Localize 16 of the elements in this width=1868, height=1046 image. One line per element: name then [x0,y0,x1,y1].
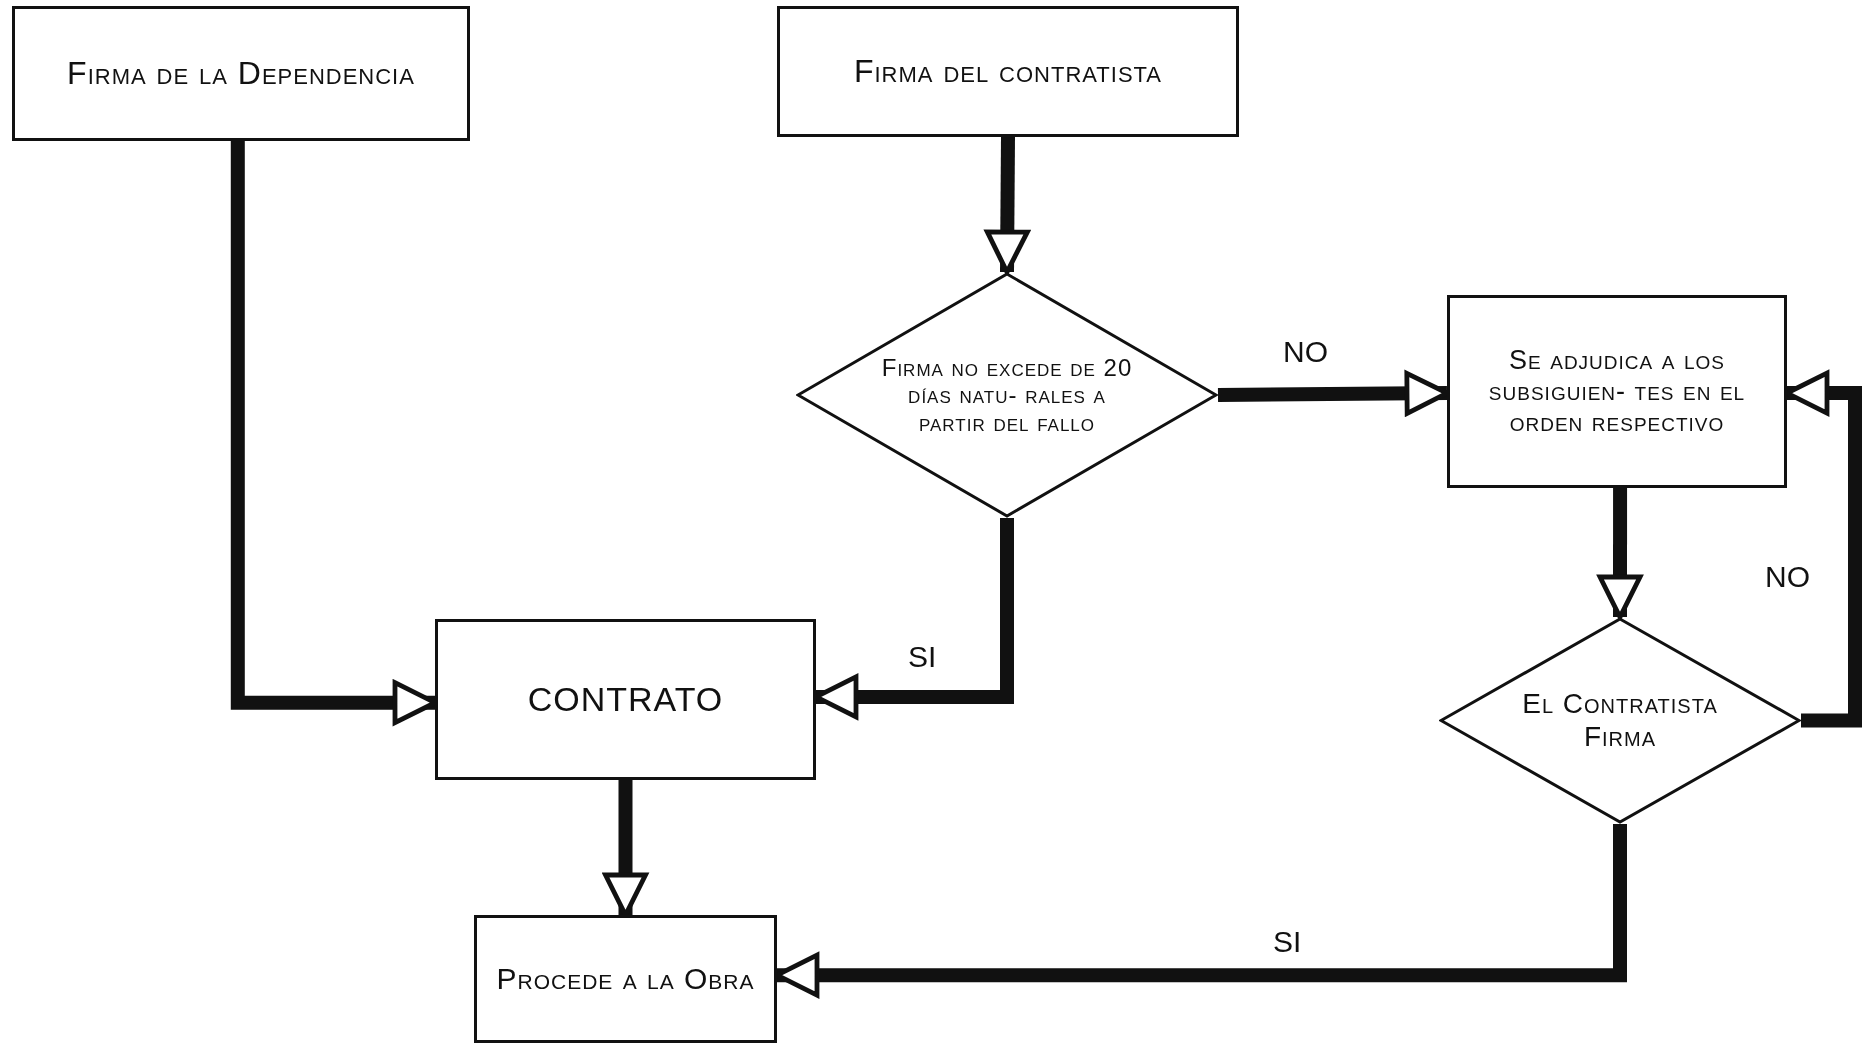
node-label: Firma no excede de 20 días natu- rales a partir del fallo [880,353,1134,437]
node-label: Procede a la Obra [496,961,755,997]
decision-diamond [1439,617,1801,824]
arrow [984,136,1030,275]
node-label: Firma de la Dependencia [67,55,415,92]
process-box [1447,295,1787,488]
process-box [435,619,816,780]
node-label: CONTRATO [527,679,724,720]
process-box [12,6,470,141]
process-box [777,6,1239,137]
node-label: El Contratista Firma [1521,688,1719,753]
arrow [1597,488,1643,620]
process-box [474,915,777,1043]
node-label: Firma del contratista [853,53,1163,90]
decision-diamond [796,272,1218,518]
node-label: Se adjudica a los subsiguien- tes en el orden respectivo [1487,344,1747,439]
